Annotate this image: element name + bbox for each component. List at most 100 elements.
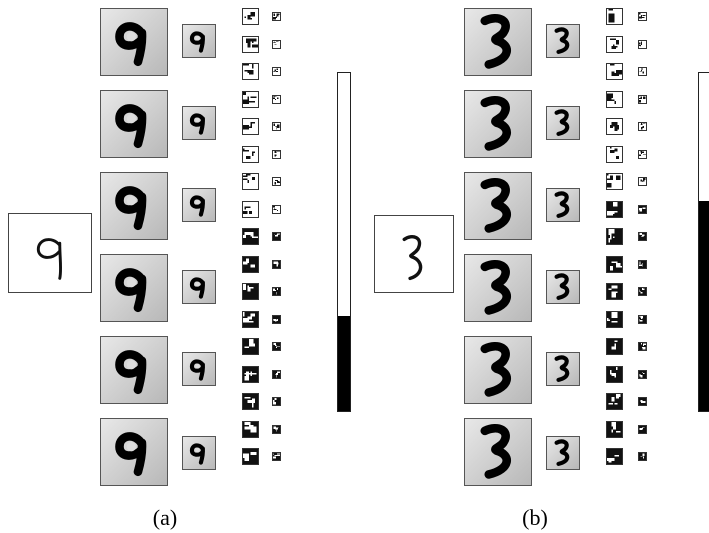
reconstruction-large-a-6: [100, 418, 168, 486]
input-digit-image-b: [374, 215, 454, 293]
feature-a-small-patch-1: [272, 12, 281, 21]
feature-b-patch-4: [606, 90, 623, 108]
feature-a-patch-4: [242, 90, 259, 108]
digit-nine-input-icon: [36, 238, 63, 280]
feature-b-patch-1: [606, 8, 623, 25]
feature-a-patch-16: [242, 420, 259, 438]
reconstruction-large-b-4: [464, 254, 532, 322]
feature-a-patch-9: [242, 228, 259, 245]
reconstruction-large-a-1: [100, 8, 168, 76]
feature-a-small-patch-15: [272, 397, 281, 406]
feature-a-patch-5: [242, 118, 259, 135]
feature-a-small-patch-13: [272, 342, 281, 351]
feature-a-small-patch-14: [272, 369, 281, 379]
feature-b-patch-6: [606, 145, 623, 163]
feature-a-small-patch-7: [272, 177, 281, 186]
feature-b-patch-9: [606, 228, 623, 245]
feature-a-patch-15: [242, 393, 259, 410]
feature-a-patch-17: [242, 448, 259, 465]
feature-b-patch-15: [606, 393, 623, 410]
feature-b-patch-2: [606, 35, 623, 53]
reconstruction-large-b-3: [464, 172, 532, 240]
reconstruction-large-a-3: [100, 172, 168, 240]
activation-bar-a: [337, 72, 351, 412]
feature-a-small-patch-5: [272, 122, 281, 131]
reconstruction-small-b-4: [546, 270, 580, 304]
feature-b-small-patch-2: [638, 39, 647, 49]
activation-bar-fill-a: [338, 316, 350, 411]
feature-a-patch-8: [242, 200, 259, 218]
feature-a-patch-2: [242, 35, 259, 53]
feature-a-patch-12: [242, 310, 259, 328]
feature-b-patch-7: [606, 173, 623, 190]
reconstruction-small-a-1: [182, 24, 216, 58]
feature-a-small-patch-6: [272, 149, 281, 159]
feature-b-patch-11: [606, 283, 623, 300]
feature-a-patch-11: [242, 283, 259, 300]
feature-b-small-patch-3: [638, 67, 647, 76]
feature-b-small-patch-14: [638, 369, 647, 379]
feature-b-patch-10: [606, 255, 623, 273]
feature-b-patch-3: [606, 63, 623, 80]
reconstruction-small-a-3: [182, 188, 216, 222]
reconstruction-small-b-6: [546, 436, 580, 470]
feature-a-patch-14: [242, 365, 259, 383]
reconstruction-small-a-4: [182, 270, 216, 304]
reconstruction-small-a-6: [182, 436, 216, 470]
feature-b-patch-12: [606, 310, 623, 328]
activation-bar-b: [698, 72, 709, 412]
feature-b-small-patch-13: [638, 342, 647, 351]
feature-a-small-patch-10: [272, 259, 281, 269]
feature-b-patch-13: [606, 338, 623, 355]
panel-caption-a: (a): [152, 505, 178, 530]
feature-b-small-patch-10: [638, 259, 647, 269]
feature-b-small-patch-1: [638, 12, 647, 21]
reconstruction-large-b-1: [464, 8, 532, 76]
feature-a-patch-1: [242, 8, 259, 25]
reconstruction-small-b-5: [546, 352, 580, 386]
reconstruction-large-b-6: [464, 418, 532, 486]
reconstruction-small-b-2: [546, 106, 580, 140]
feature-b-small-patch-7: [638, 177, 647, 186]
feature-a-small-patch-8: [272, 204, 281, 214]
panel-caption-b: (b): [522, 505, 548, 530]
reconstruction-small-a-5: [182, 352, 216, 386]
feature-b-patch-14: [606, 365, 623, 383]
feature-a-patch-7: [242, 173, 259, 190]
feature-a-patch-10: [242, 255, 259, 273]
reconstruction-large-b-2: [464, 90, 532, 158]
reconstruction-large-a-2: [100, 90, 168, 158]
feature-a-small-patch-11: [272, 287, 281, 296]
feature-b-small-patch-4: [638, 94, 647, 104]
reconstruction-large-a-5: [100, 336, 168, 404]
feature-a-patch-6: [242, 145, 259, 163]
reconstruction-large-a-4: [100, 254, 168, 322]
feature-b-small-patch-11: [638, 287, 647, 296]
feature-a-small-patch-3: [272, 67, 281, 76]
reconstruction-small-a-2: [182, 106, 216, 140]
digit-three-input-icon: [402, 235, 423, 281]
feature-a-small-patch-17: [272, 452, 281, 461]
reconstruction-large-b-5: [464, 336, 532, 404]
feature-a-small-patch-4: [272, 94, 281, 104]
feature-b-small-patch-6: [638, 149, 647, 159]
reconstruction-small-b-1: [546, 24, 580, 58]
feature-a-small-patch-12: [272, 314, 281, 324]
feature-a-small-patch-2: [272, 39, 281, 49]
feature-b-small-patch-5: [638, 122, 647, 131]
feature-a-patch-13: [242, 338, 259, 355]
feature-b-patch-16: [606, 420, 623, 438]
feature-b-patch-8: [606, 200, 623, 218]
feature-b-patch-17: [606, 448, 623, 465]
feature-a-small-patch-16: [272, 424, 281, 434]
feature-b-small-patch-15: [638, 397, 647, 406]
feature-a-small-patch-9: [272, 232, 281, 241]
reconstruction-small-b-3: [546, 188, 580, 222]
feature-b-small-patch-12: [638, 314, 647, 324]
input-digit-image-a: [8, 213, 92, 293]
feature-b-small-patch-16: [638, 424, 647, 434]
feature-b-small-patch-8: [638, 204, 647, 214]
feature-a-patch-3: [242, 63, 259, 80]
feature-b-patch-5: [606, 118, 623, 135]
feature-b-small-patch-17: [638, 452, 647, 461]
